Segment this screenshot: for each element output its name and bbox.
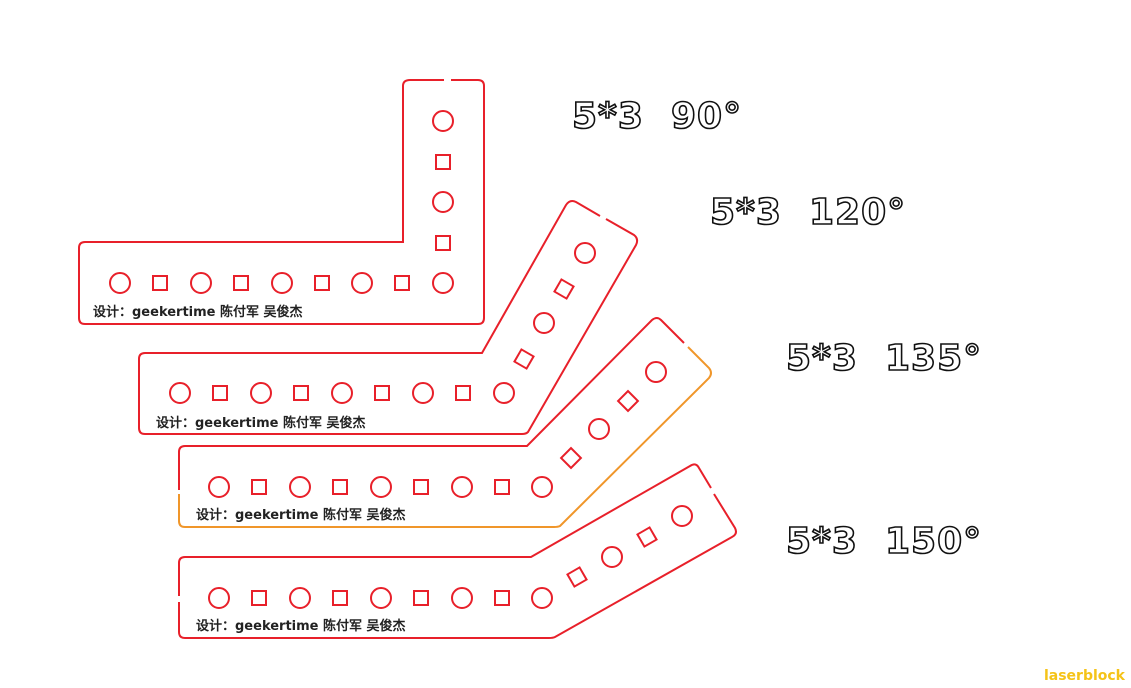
hole-round	[169, 382, 191, 404]
hole-square	[251, 590, 267, 606]
hole-round	[588, 418, 610, 440]
hole-square	[435, 235, 451, 251]
hole-round	[208, 587, 230, 609]
bracket-135-outline	[178, 317, 685, 490]
hole-round	[190, 272, 212, 294]
hole-square	[293, 385, 309, 401]
hole-square	[494, 479, 510, 495]
hole-round	[432, 191, 454, 213]
hole-round	[331, 382, 353, 404]
hole-square	[636, 526, 658, 548]
hole-square	[566, 566, 588, 588]
hole-round	[370, 587, 392, 609]
bracket-135-outline-highlight	[178, 346, 712, 528]
hole-round	[412, 382, 434, 404]
bracket-150-part	[178, 463, 737, 639]
bracket-120-label: 5*3 120°	[709, 191, 907, 234]
hole-round	[351, 272, 373, 294]
hole-round	[574, 242, 596, 264]
hole-round	[451, 587, 473, 609]
bracket-150-label: 5*3 150°	[785, 520, 983, 563]
bracket-120-credit: 设计：geekertime 陈付军 吴俊杰	[156, 416, 366, 431]
bracket-150-outline	[178, 463, 737, 639]
hole-square	[251, 479, 267, 495]
hole-square	[314, 275, 330, 291]
hole-round	[531, 587, 553, 609]
hole-square	[332, 590, 348, 606]
hole-round	[250, 382, 272, 404]
hole-round	[432, 272, 454, 294]
hole-square	[559, 446, 583, 470]
hole-round	[271, 272, 293, 294]
bracket-90-part	[78, 79, 485, 325]
hole-square	[513, 348, 535, 370]
hole-square	[553, 278, 575, 300]
hole-round	[601, 546, 623, 568]
hole-square	[455, 385, 471, 401]
bracket-135-credit: 设计：geekertime 陈付军 吴俊杰	[196, 508, 406, 523]
bracket-90-credit: 设计：geekertime 陈付军 吴俊杰	[93, 305, 303, 320]
bracket-120-part	[138, 200, 639, 435]
hole-square	[435, 154, 451, 170]
hole-round	[370, 476, 392, 498]
hole-square	[394, 275, 410, 291]
hole-square	[616, 389, 640, 413]
bracket-90-label: 5*3 90°	[571, 95, 743, 138]
hole-round	[531, 476, 553, 498]
bracket-135-part	[178, 317, 712, 528]
hole-square	[332, 479, 348, 495]
hole-round	[671, 505, 693, 527]
hole-round	[432, 110, 454, 132]
brand-logo: laserblock	[1043, 668, 1125, 684]
hole-square	[413, 479, 429, 495]
hole-round	[289, 476, 311, 498]
hole-square	[413, 590, 429, 606]
hole-round	[289, 587, 311, 609]
hole-square	[152, 275, 168, 291]
hole-round	[451, 476, 473, 498]
hole-round	[208, 476, 230, 498]
hole-square	[212, 385, 228, 401]
hole-round	[533, 312, 555, 334]
hole-square	[374, 385, 390, 401]
hole-round	[109, 272, 131, 294]
bracket-150-credit: 设计：geekertime 陈付军 吴俊杰	[196, 619, 406, 634]
hole-square	[233, 275, 249, 291]
bracket-120-outline	[138, 200, 639, 435]
hole-round	[493, 382, 515, 404]
bracket-90-outline	[78, 79, 485, 325]
hole-round	[645, 361, 667, 383]
hole-square	[494, 590, 510, 606]
bracket-135-label: 5*3 135°	[785, 337, 983, 380]
